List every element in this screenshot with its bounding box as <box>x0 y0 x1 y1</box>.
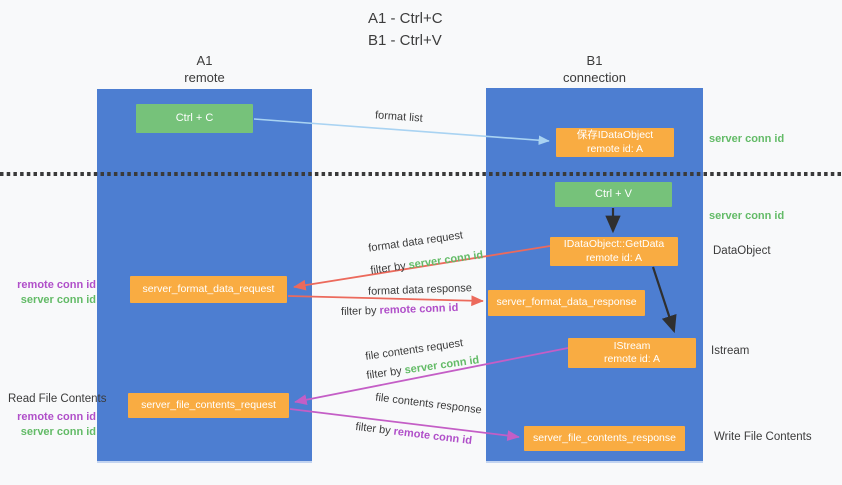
server-file-contents-response-label: server_file_contents_response <box>532 431 676 444</box>
ctrl-c-label: Ctrl + C <box>175 111 214 124</box>
write-file-contents-label: Write File Contents <box>714 431 812 443</box>
server-file-contents-request-box: server_file_contents_request <box>128 393 289 418</box>
lane-header-a1: A1 remote <box>97 53 312 87</box>
idataobject-getdata-box: IDataObject::GetData remote id: A <box>550 237 678 266</box>
dataobject-label: DataObject <box>713 245 771 257</box>
save-idataobject-line2: remote id: A <box>586 142 644 155</box>
format-data-request-arrow <box>293 245 551 291</box>
istream-line1: IStream <box>613 339 651 352</box>
istream-box: IStream remote id: A <box>568 338 696 368</box>
ctrl-c-box: Ctrl + C <box>136 104 253 133</box>
format-list-arrow <box>253 118 550 146</box>
lane-header-b1: B1 connection <box>486 53 703 87</box>
lane-a1-id: A1 <box>196 53 213 68</box>
server-conn-id-label-format: server conn id <box>20 293 96 306</box>
save-idataobject-line1: 保存IDataObject <box>576 129 654 142</box>
server-conn-id-label-file: server conn id <box>20 425 96 438</box>
getdata-line2: remote id: A <box>585 251 643 264</box>
format-data-response-arrow <box>287 295 484 307</box>
title-line-a1: A1 - Ctrl+C <box>368 10 443 27</box>
save-idataobject-box: 保存IDataObject remote id: A <box>556 128 674 157</box>
ctrl-v-box: Ctrl + V <box>555 182 672 207</box>
server-conn-id-label-mid: server conn id <box>709 210 785 222</box>
server-format-data-request-box: server_format_data_request <box>130 276 287 303</box>
file-contents-request-arrow <box>294 347 569 406</box>
conn-id-block-format: remote conn id server conn id <box>8 278 96 307</box>
server-format-data-request-label: server_format_data_request <box>142 282 275 295</box>
server-format-data-response-label: server_format_data_response <box>496 296 637 309</box>
ctrl-v-label: Ctrl + V <box>595 187 632 200</box>
getdata-to-istream-arrow <box>651 266 677 334</box>
remote-conn-id-label-format: remote conn id <box>17 279 96 291</box>
getdata-line1: IDataObject::GetData <box>563 238 665 251</box>
server-file-contents-request-label: server_file_contents_request <box>141 398 276 411</box>
filter-by-prefix-2: filter by <box>340 304 380 319</box>
istream-line2: remote id: A <box>603 353 661 365</box>
diagram-title: A1 - Ctrl+C B1 - Ctrl+V <box>368 8 443 52</box>
read-file-contents-label: Read File Contents <box>8 393 107 405</box>
server-format-data-response-box: server_format_data_response <box>488 290 645 316</box>
lane-b1-role: connection <box>563 69 626 85</box>
conn-id-block-file: remote conn id server conn id <box>8 410 96 439</box>
lane-a1-role: remote <box>184 69 225 85</box>
title-line-b1: B1 - Ctrl+V <box>368 31 442 49</box>
server-file-contents-response-box: server_file_contents_response <box>524 426 685 451</box>
istream-side-label: Istream <box>711 345 750 357</box>
server-conn-id-label-top: server conn id <box>709 133 785 145</box>
file-contents-response-arrow <box>289 408 520 441</box>
lane-b1-id: B1 <box>586 53 603 68</box>
remote-conn-id-label-file: remote conn id <box>17 411 96 423</box>
